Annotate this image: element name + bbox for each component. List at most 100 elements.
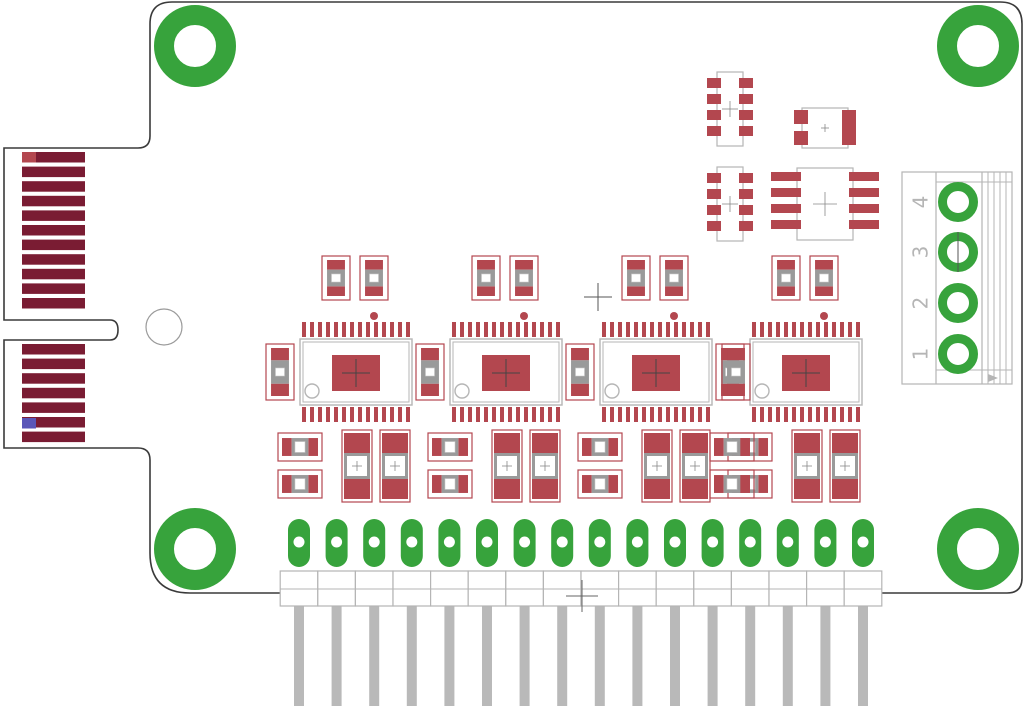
gold-finger-icon xyxy=(22,344,85,355)
capacitor xyxy=(491,429,523,503)
chip-resistor xyxy=(509,255,539,301)
gold-finger-icon xyxy=(22,195,85,207)
gold-finger-icon xyxy=(22,225,85,236)
chip-resistor xyxy=(427,469,473,499)
finger-marker-icon xyxy=(22,152,36,163)
header-pin-icon xyxy=(805,519,845,706)
gold-finger-icon xyxy=(22,358,85,370)
gold-finger-icon xyxy=(22,298,85,309)
header-pin-icon xyxy=(730,519,770,706)
chip-resistor xyxy=(577,469,623,499)
board-outline xyxy=(3,1,1023,594)
header-pin-icon xyxy=(542,519,582,706)
soic8-ic xyxy=(771,167,879,241)
header-pin-icon xyxy=(392,519,432,706)
header-pin-icon xyxy=(655,519,695,706)
chip-resistor xyxy=(565,343,595,401)
gold-finger-icon xyxy=(22,402,85,413)
fiducial-icon xyxy=(520,312,528,320)
gold-finger-icon xyxy=(22,181,85,192)
chip-resistor xyxy=(321,255,351,301)
gold-finger-icon xyxy=(22,152,85,163)
chip-resistor xyxy=(277,469,323,499)
gold-finger-icon xyxy=(22,254,85,265)
driver-channel xyxy=(265,255,413,503)
unplated-hole xyxy=(145,308,183,346)
terminal-pin-label-2: 2 xyxy=(909,297,933,310)
chip-resistor xyxy=(659,255,689,301)
chip-resistor xyxy=(359,255,389,301)
chip-resistor xyxy=(471,255,501,301)
pin1-marker-icon xyxy=(604,383,620,399)
terminal-pin-label-4: 4 xyxy=(909,196,933,209)
chip-resistor xyxy=(427,432,473,462)
capacitor xyxy=(529,429,561,503)
gold-finger-icon xyxy=(22,210,85,221)
chip-resistor xyxy=(771,255,801,301)
mounting-holes xyxy=(154,5,1019,590)
gold-finger-icon xyxy=(22,431,85,443)
terminal-pin-label-1: 1 xyxy=(909,348,933,361)
gold-finger-icon xyxy=(22,283,85,294)
header-pin-icon xyxy=(430,519,469,706)
mounting-hole-icon xyxy=(937,5,1019,87)
driver-ic xyxy=(749,312,863,422)
pin1-marker-icon xyxy=(454,383,470,399)
chip-resistor xyxy=(577,432,623,462)
header-pin-icon xyxy=(580,519,620,706)
fiducial-icon xyxy=(820,312,828,320)
top-right-components xyxy=(707,71,879,242)
driver-channels xyxy=(265,255,863,503)
driver-channel xyxy=(415,255,563,503)
pin1-marker-icon xyxy=(988,374,998,382)
chip-resistor xyxy=(277,432,323,462)
chip-resistor xyxy=(809,255,839,301)
capacitor xyxy=(341,429,373,503)
header-pin-icon xyxy=(467,519,507,706)
header-pin-icon xyxy=(279,519,319,706)
mounting-hole-icon xyxy=(154,508,236,590)
chip-resistor xyxy=(621,255,651,301)
mounting-hole-icon xyxy=(154,5,236,87)
small-ic xyxy=(707,166,753,242)
driver-channel xyxy=(565,255,713,503)
chip-resistor xyxy=(415,343,445,401)
header-pin-icon xyxy=(617,519,657,706)
gold-finger-icon xyxy=(22,166,85,178)
gold-finger-icon xyxy=(22,268,85,280)
pin-header xyxy=(279,519,883,706)
terminal-hole-icon xyxy=(938,334,978,374)
pin1-marker-icon xyxy=(754,383,770,399)
gold-finger-icon xyxy=(22,373,85,384)
pin1-marker-icon xyxy=(304,383,320,399)
small-transistor xyxy=(794,107,856,149)
small-ic xyxy=(707,71,753,147)
chip-resistor xyxy=(709,469,755,499)
chip-resistor xyxy=(721,343,751,401)
gold-finger-icon xyxy=(22,239,85,251)
finger-marker-icon xyxy=(22,418,36,429)
driver-ic xyxy=(449,312,563,422)
driver-ic xyxy=(299,312,413,422)
chip-resistor xyxy=(709,432,755,462)
capacitor xyxy=(829,429,861,503)
header-pin-icon xyxy=(843,519,883,706)
terminal-hole-icon xyxy=(938,182,978,222)
gold-finger-icon xyxy=(22,417,85,428)
terminal-block: 4 3 2 1 xyxy=(901,171,1013,385)
header-pin-icon xyxy=(768,519,808,706)
header-pin-icon xyxy=(354,519,394,706)
fiducial-icon xyxy=(670,312,678,320)
capacitor xyxy=(791,429,823,503)
capacitor xyxy=(379,429,411,503)
mounting-hole-icon xyxy=(937,508,1019,590)
gold-finger-icon xyxy=(22,387,85,399)
header-pin-icon xyxy=(317,519,356,706)
capacitor xyxy=(641,429,673,503)
terminal-pin-label-3: 3 xyxy=(909,246,933,259)
edge-connector xyxy=(22,152,85,443)
capacitor xyxy=(679,429,711,503)
chip-resistor xyxy=(265,343,295,401)
header-pin-icon xyxy=(505,519,544,706)
